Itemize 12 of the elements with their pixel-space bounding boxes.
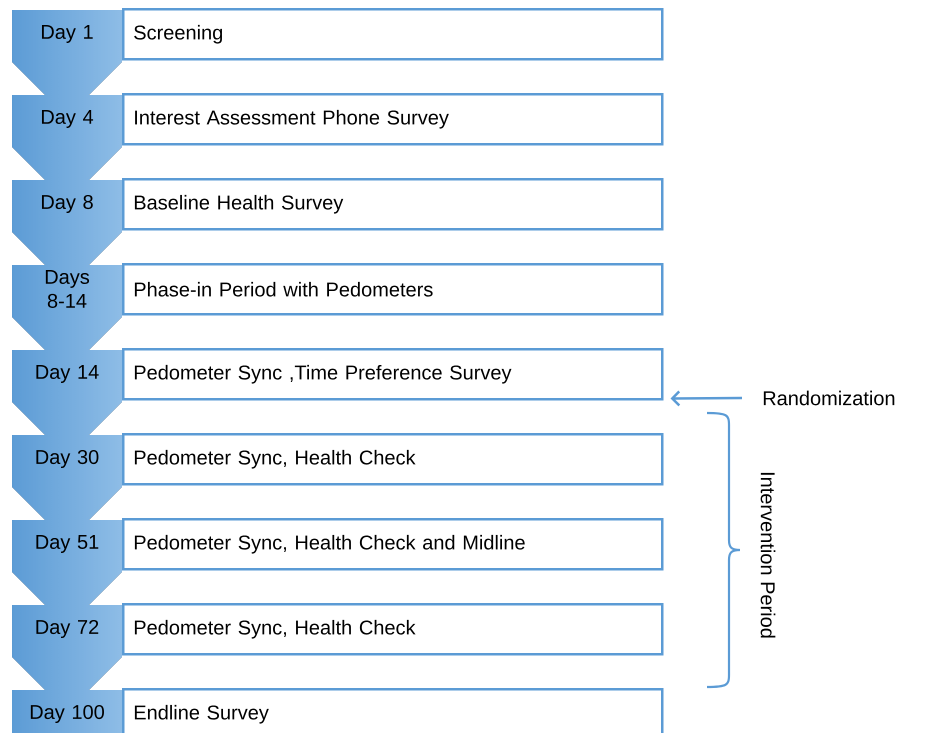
step-box: Interest Assessment Phone Survey xyxy=(122,93,664,146)
arrow xyxy=(670,390,742,406)
step-box: Baseline Health Survey xyxy=(122,178,664,230)
step-box: Pedometer Sync, Health Check xyxy=(122,433,664,486)
annotation-text: Randomization xyxy=(764,390,894,406)
step-box: Pedometer Sync ,Time Preference Survey xyxy=(122,348,664,400)
step-box: Pedometer Sync, Health Check xyxy=(122,603,664,656)
step-box: Pedometer Sync, Health Check and Midline xyxy=(122,518,664,570)
step-box: Endline Survey xyxy=(122,688,664,733)
step-box: Screening xyxy=(122,8,664,60)
period-label: Intervention Period xyxy=(760,472,776,638)
step-box: Phase-in Period with Pedometers xyxy=(122,263,664,316)
